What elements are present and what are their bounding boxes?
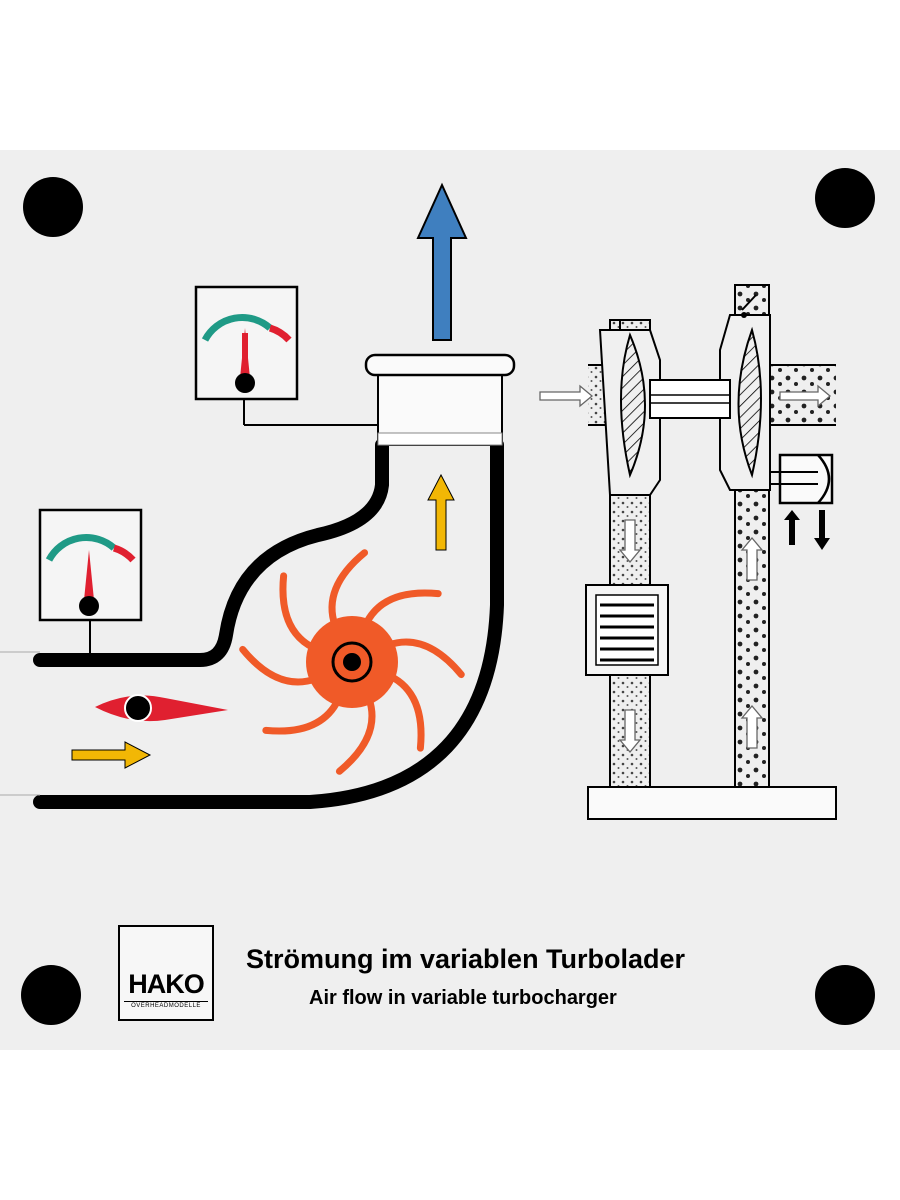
turbine-vane bbox=[335, 694, 376, 775]
turbine-vane bbox=[328, 549, 369, 630]
pressure-gauge-lower bbox=[38, 508, 143, 655]
mounting-hole-bottom-right bbox=[815, 965, 875, 1025]
mounting-hole-bottom-left bbox=[21, 965, 81, 1025]
inlet-arrow-horizontal bbox=[71, 741, 152, 769]
outlet-arrow bbox=[416, 182, 468, 341]
turbine-vane bbox=[362, 589, 442, 628]
guide-vane-pointer bbox=[95, 694, 228, 722]
turbine-vane bbox=[279, 572, 318, 652]
turbine-vane bbox=[386, 672, 425, 752]
actuator bbox=[770, 453, 834, 550]
turbine-vane bbox=[239, 645, 320, 686]
outlet-sleeve bbox=[364, 353, 516, 446]
housing-outline bbox=[0, 438, 504, 809]
mounting-hole-top-left bbox=[23, 177, 83, 237]
turbine-wheel bbox=[239, 549, 465, 775]
pressure-gauge-upper bbox=[194, 285, 378, 426]
turbine-vane bbox=[262, 696, 342, 735]
diagram-panel: HAKO OVERHEADMODELLE Strömung im variabl… bbox=[0, 150, 900, 1050]
inlet-arrow-vertical bbox=[427, 473, 455, 551]
turbine-vane bbox=[384, 638, 465, 679]
logo-wordmark: HAKO bbox=[128, 969, 205, 999]
logo-subtitle: OVERHEADMODELLE bbox=[124, 1001, 208, 1009]
title-german: Strömung im variablen Turbolader bbox=[246, 944, 686, 974]
engine-schematic bbox=[539, 284, 837, 820]
turbocharger-diagram bbox=[0, 182, 837, 820]
title-english: Air flow in variable turbocharger bbox=[309, 987, 617, 1009]
hako-logo: HAKO OVERHEADMODELLE bbox=[118, 925, 214, 1021]
mounting-hole-top-right bbox=[815, 168, 875, 228]
